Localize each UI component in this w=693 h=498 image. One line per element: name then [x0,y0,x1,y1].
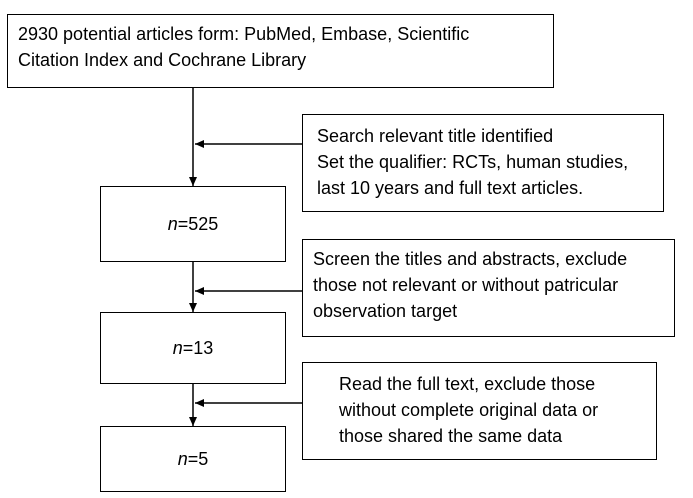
screen-note-line-3: observation target [313,301,458,321]
fulltext-note-line-2: without complete original data or [339,400,599,420]
screening-note: Screen the titles and abstracts, exclude… [302,239,675,337]
count-525-value: =525 [177,213,219,234]
count-13-label: n=13 [173,338,214,359]
source-line-2: Citation Index and Cochrane Library [18,50,307,70]
count-box-5: n=5 [100,426,286,492]
search-criteria-note: Search relevant title identified Set the… [302,114,664,212]
count-box-13: n=13 [100,312,286,384]
search-note-line-2: Set the qualifier: RCTs, human studies, [317,152,629,172]
fulltext-note-line-3: those shared the same data [339,426,563,446]
screen-note-line-1: Screen the titles and abstracts, exclude [313,249,628,269]
full-text-note: Read the full text, exclude those withou… [302,362,657,460]
count-525-label: n=525 [168,214,219,235]
source-line-1: 2930 potential articles form: PubMed, Em… [18,24,470,44]
count-5-label: n=5 [178,449,209,470]
count-13-var: n [172,337,183,358]
source-articles-box: 2930 potential articles form: PubMed, Em… [7,14,554,88]
count-13-value: =13 [182,337,214,358]
screen-note-line-2: those not relevant or without patricular [313,275,619,295]
count-5-var: n [177,448,188,469]
fulltext-note-line-1: Read the full text, exclude those [339,374,596,394]
count-box-525: n=525 [100,186,286,262]
search-note-line-3: last 10 years and full text articles. [317,178,584,198]
count-525-var: n [167,213,178,234]
count-5-value: =5 [187,448,209,469]
search-note-line-1: Search relevant title identified [317,126,554,146]
